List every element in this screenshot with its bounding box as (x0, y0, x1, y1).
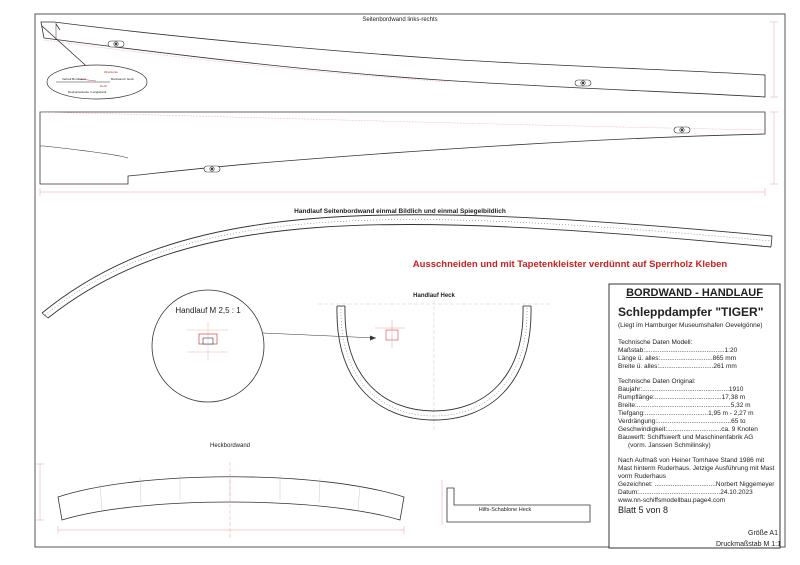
red-instruction: Ausschneiden und mit Tapetenkleister ver… (413, 259, 728, 270)
callout-deck: Deck (100, 84, 107, 88)
original-line-6: Geschwindigkeit:........................… (618, 426, 758, 433)
handlauf-heck-shape (318, 300, 550, 430)
curved-handrail (41, 214, 773, 319)
model-heading: Technische Daten Modell: (618, 339, 693, 346)
side-wall-panel-1 (40, 21, 766, 98)
detail-leader (262, 332, 377, 339)
callout-verlauf: Verlauf Bordwand (62, 77, 86, 81)
eyelet-4 (203, 165, 221, 173)
notes-line-5: Datum:..................................… (618, 489, 753, 496)
notes-line-2: Mast hinterm Ruderhaus. Jetzige Ausführu… (618, 465, 775, 472)
notes-line-6: www.nn-schiffsmodellbau.page4.com (618, 497, 726, 504)
original-line-7: Bauwerft: Schiffswerft und Maschinenfabr… (618, 434, 754, 441)
original-line-5: Verdrängung:............................… (618, 418, 746, 425)
model-line-1: Maßstab:................................… (618, 347, 738, 354)
heckbordwand-shape (57, 474, 405, 521)
hilfs-schablone-shape (441, 480, 591, 525)
handlauf-heck-label: Handlauf Heck (413, 293, 455, 299)
side-wall-panel-2 (39, 111, 766, 185)
title-block-title: BORDWAND - HANDLAUF (626, 287, 763, 299)
callout-ellipse: Oberkante Verlauf Bordwand Bordwand / He… (46, 64, 148, 100)
title-block-location: (Liegt im Hamburger Museumshafen Oevelgö… (618, 322, 763, 329)
original-line-3: Breite:.................................… (618, 402, 751, 409)
callout-deckunterkante: Deckunterkante / Längsbank (68, 90, 107, 94)
model-line-3: Breite ü. alles:........................… (618, 363, 737, 370)
eyelet-3 (673, 126, 691, 134)
panel1-height-dim (770, 21, 778, 98)
heckbordwand-dimensions (36, 462, 405, 540)
callout-oberkante: Oberkante (104, 70, 118, 74)
model-line-2: Länge ü. alles:.........................… (618, 355, 737, 362)
original-line-2: Rumpflänge:.............................… (618, 394, 746, 401)
eyelet-2 (574, 79, 592, 87)
detail-circle: Handlauf M 2,5 : 1 (151, 289, 265, 403)
corner-scale: Druckmaßstab M 1:1 (716, 541, 781, 548)
notes-line-4: Gezeichnet: ............................… (618, 481, 775, 488)
notes-line-3: vorm Ruderhaus (618, 473, 667, 480)
detail-leader-arrow (370, 335, 376, 341)
original-line-4: Tiefgang:...............................… (618, 410, 754, 417)
original-line-8: (vorm. Janssen Schmilinsky) (628, 442, 711, 449)
corner-size: Größe A1 (748, 530, 778, 537)
title-block-frame (608, 283, 781, 549)
detail-label: Handlauf M 2,5 : 1 (175, 306, 241, 315)
hilfs-schablone-label: Hilfs-Schablone Heck (479, 507, 532, 513)
original-line-1: Baujahr:................................… (618, 386, 744, 393)
heckbordwand-label: Heckbordwand (210, 443, 250, 449)
callout-bordwand-heck: Bordwand / Heck (111, 77, 134, 81)
eyelet-1 (107, 40, 125, 48)
callout-leader (41, 25, 94, 73)
sheet-border (34, 13, 786, 548)
top-panel-label: Seitenbordwand links-rechts (362, 17, 437, 23)
original-heading: Technische Daten Original: (618, 378, 696, 385)
title-block-subtitle: Schleppdampfer "TIGER" (618, 305, 764, 319)
handlauf-instruction: Handlauf Seitenbordwand einmal Bildlich … (294, 208, 506, 215)
heck-detail-marker (375, 320, 405, 348)
sheet-number: Blatt 5 von 8 (618, 505, 669, 515)
notes-line-1: Nach Aufmaß von Heiner Tomhave Stand 198… (618, 457, 765, 464)
panel2-dimensions (39, 111, 778, 196)
title-block: BORDWAND - HANDLAUF Schleppdampfer "TIGE… (611, 284, 778, 546)
